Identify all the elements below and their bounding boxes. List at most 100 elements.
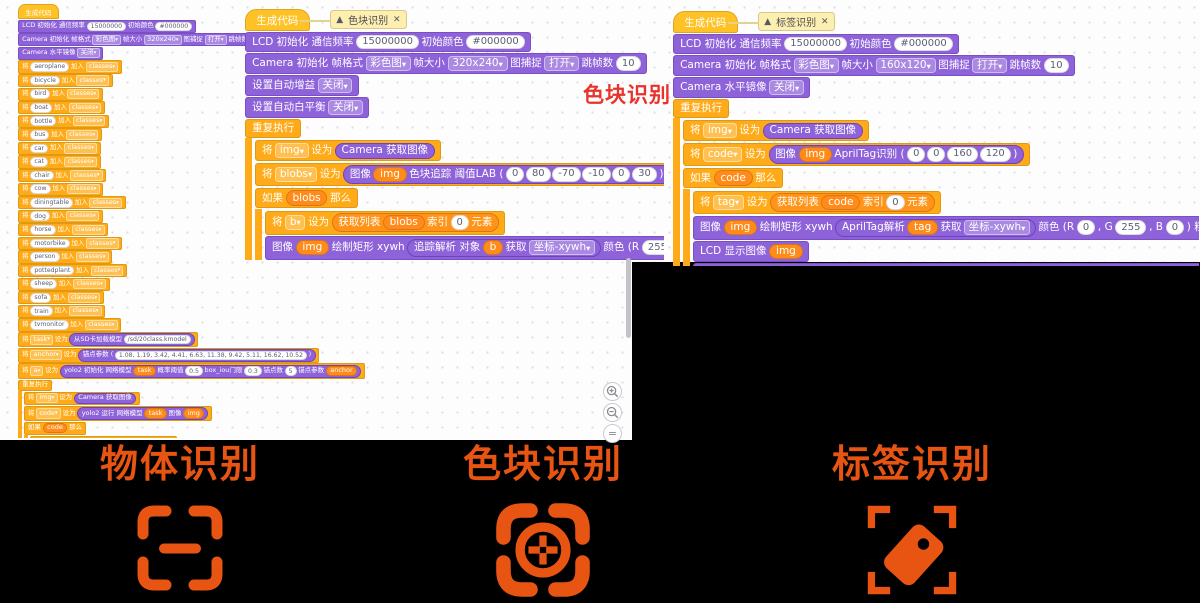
comment-collapse-icon[interactable]: ▲ <box>336 14 344 25</box>
dropdown-field[interactable]: classes <box>86 238 119 249</box>
dropdown-field[interactable]: classes <box>66 211 100 222</box>
value-input[interactable]: pottedplant <box>30 265 75 276</box>
value-input[interactable]: 120 <box>979 147 1011 162</box>
generate-code-hat-block[interactable]: 生成代码 <box>673 10 738 33</box>
value-input[interactable]: 15000000 <box>86 21 127 32</box>
value-input[interactable]: 0 <box>1165 220 1185 235</box>
value-input[interactable]: cow <box>30 184 51 195</box>
dropdown-field[interactable]: classes <box>65 129 99 140</box>
dropdown-field[interactable]: 彩色图 <box>365 56 411 72</box>
variable-pill[interactable]: task <box>144 408 167 419</box>
dropdown-field[interactable]: classes <box>90 265 124 276</box>
dropdown-field[interactable]: classes <box>73 279 107 290</box>
block-row[interactable]: 将task设为从SD卡加载模型/sd/20class.kmodel <box>18 331 199 348</box>
variable-pill[interactable]: blobs <box>285 190 328 206</box>
value-input[interactable]: bus <box>30 129 50 140</box>
dropdown-field[interactable]: 关闭 <box>317 78 353 94</box>
value-input[interactable]: sofa <box>30 292 52 303</box>
variable-pill[interactable]: code <box>42 423 68 434</box>
block-row[interactable]: 将tag设为获取列表code索引0元素 <box>692 190 941 215</box>
block-row[interactable]: LCD 绘制文本 坐标X80坐标Y60文本内容连接TAG36H11-和April… <box>692 262 1199 266</box>
reporter-block[interactable]: Camera 获取图像 <box>335 142 435 159</box>
loop-header-block[interactable]: 重复执行 <box>18 379 53 391</box>
value-input[interactable]: sheep <box>30 279 58 290</box>
dropdown-field[interactable]: classes <box>84 319 118 331</box>
block-comment-bubble[interactable]: ▲色块识别✕ <box>299 10 408 30</box>
dropdown-field[interactable]: 关闭 <box>328 100 363 116</box>
value-input[interactable]: diningtable <box>30 197 74 208</box>
value-input[interactable]: -10 <box>582 167 611 182</box>
dropdown-field[interactable]: classes <box>69 306 102 317</box>
value-input[interactable]: 255 <box>641 240 664 255</box>
dropdown-field[interactable]: b <box>285 215 306 231</box>
value-input[interactable]: motorbike <box>30 238 70 249</box>
variable-pill[interactable]: b <box>482 240 504 256</box>
dropdown-field[interactable]: 坐标-xywh <box>964 220 1031 236</box>
block-row[interactable]: 将img设为Camera 获取图像 <box>254 139 441 162</box>
dropdown-field[interactable]: classes <box>66 89 100 100</box>
block-row[interactable]: 将b设为获取列表blobs索引0元素 <box>264 210 506 235</box>
reporter-block[interactable]: 锚点参数 (1.08, 1.19, 3.42, 4.41, 6.63, 11.3… <box>78 349 316 362</box>
value-input[interactable]: person <box>30 252 60 262</box>
block-row[interactable]: Camera 初始化 帧格式彩色图帧大小320x240图捕捉打开跳帧数10 <box>245 53 647 75</box>
value-input[interactable]: -70 <box>552 167 581 182</box>
variable-pill[interactable]: tag <box>907 220 938 236</box>
dropdown-field[interactable]: tag <box>713 194 744 211</box>
dropdown-field[interactable]: classes <box>66 184 100 195</box>
generate-code-hat-block[interactable]: 生成代码 <box>18 4 59 20</box>
dropdown-field[interactable]: classes <box>64 143 98 154</box>
value-input[interactable]: cat <box>30 157 49 167</box>
value-input[interactable]: aeroplane <box>30 62 70 72</box>
dropdown-field[interactable]: classes <box>71 224 105 235</box>
dropdown-field[interactable]: code <box>703 146 743 163</box>
value-input[interactable]: bottle <box>30 116 57 127</box>
value-input[interactable]: 0 <box>612 167 631 182</box>
variable-pill[interactable]: task <box>133 366 156 377</box>
value-input[interactable]: dog <box>30 211 51 222</box>
block-row[interactable]: Camera 水平镜像关闭 <box>673 77 811 99</box>
dropdown-field[interactable]: code <box>36 408 61 419</box>
dropdown-field[interactable]: classes <box>85 61 119 73</box>
reporter-block[interactable]: Camera 获取图像 <box>73 393 137 404</box>
value-input[interactable]: #000000 <box>466 34 525 50</box>
dropdown-field[interactable]: 320x240 <box>447 56 508 72</box>
value-input[interactable]: boat <box>30 102 53 113</box>
value-input[interactable]: 255 <box>1115 220 1147 235</box>
zoom-out-button[interactable] <box>603 403 622 422</box>
dropdown-field[interactable]: 打开 <box>204 34 227 45</box>
variable-pill[interactable]: img <box>183 408 205 419</box>
dropdown-field[interactable]: classes <box>67 292 101 303</box>
variable-pill[interactable]: img <box>723 220 757 236</box>
block-row[interactable]: 将a设为yolo2 初始化 网络模型task概率阈值0.5box_iou门限0.… <box>18 363 365 380</box>
value-input[interactable]: 15000000 <box>784 36 847 52</box>
value-input[interactable]: 10 <box>615 56 641 71</box>
variable-pill[interactable]: anchor <box>325 366 358 377</box>
dropdown-field[interactable]: 打开 <box>544 56 579 72</box>
value-input[interactable]: 5 <box>284 366 297 377</box>
value-input[interactable]: chair <box>30 170 54 181</box>
value-input[interactable]: 30 <box>632 167 657 182</box>
comment-close-icon[interactable]: ✕ <box>393 14 401 25</box>
dropdown-field[interactable]: task <box>30 334 54 345</box>
value-input[interactable]: 15000000 <box>356 34 419 50</box>
